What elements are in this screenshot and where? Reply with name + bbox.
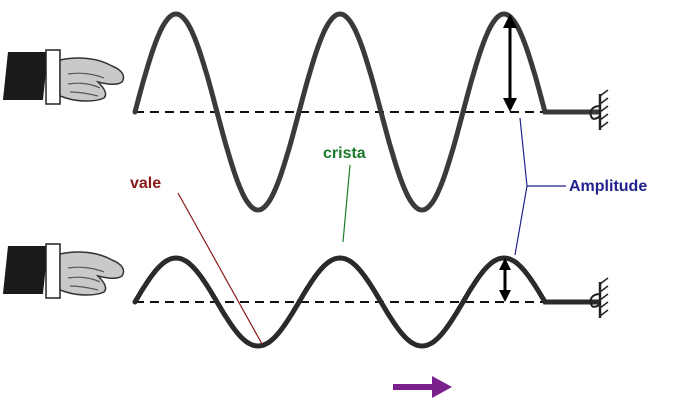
top-rope: [132, 11, 601, 213]
crista-pointer-line: [342, 164, 351, 243]
arrow-right-icon: [393, 376, 452, 398]
top-hand-icon: [2, 49, 125, 105]
bottom-wave-group: [2, 243, 610, 349]
amplitude-pointer-line: [514, 117, 528, 256]
bottom-wall-mount-icon: [589, 276, 610, 320]
vale-pointer-line: [177, 192, 263, 345]
amplitude-label: Amplitude: [569, 178, 647, 195]
top-wave-group: [2, 11, 610, 213]
top-amplitude-arrow: [503, 14, 517, 112]
vale-label: vale: [130, 175, 161, 192]
bottom-rope: [132, 255, 601, 349]
crista-label: crista: [323, 145, 366, 162]
bottom-amplitude-arrow: [499, 258, 511, 302]
bottom-hand-icon: [2, 243, 125, 299]
